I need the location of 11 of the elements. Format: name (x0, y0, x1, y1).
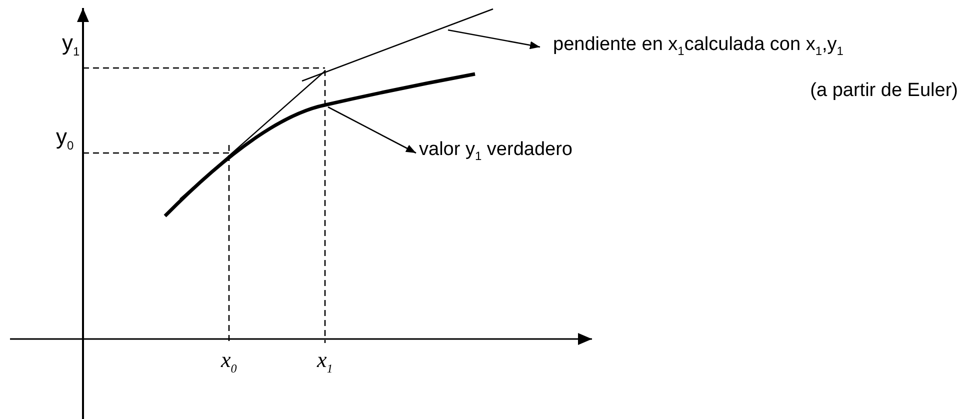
annotation-text: valor y$_{1}$ verdadero (419, 139, 574, 164)
solution-curve (164, 72, 476, 218)
annotation-text: pendiente en x$_{1}$calculada con x$_{1}$,y$_{1}$ (553, 34, 844, 58)
axis-tick-label: y$_{1}$ (62, 30, 80, 59)
axis-tick-label: y$_{0}$ (56, 124, 74, 153)
leader-arrow (328, 106, 416, 154)
slope-line (302, 8, 494, 82)
leader-arrow (448, 29, 540, 50)
annotation-note: (a partir de Euler) (809, 80, 958, 103)
axis-tick-label: x$_{0}$ (221, 347, 237, 376)
axis-tick-label: x$_{1}$ (317, 347, 333, 376)
